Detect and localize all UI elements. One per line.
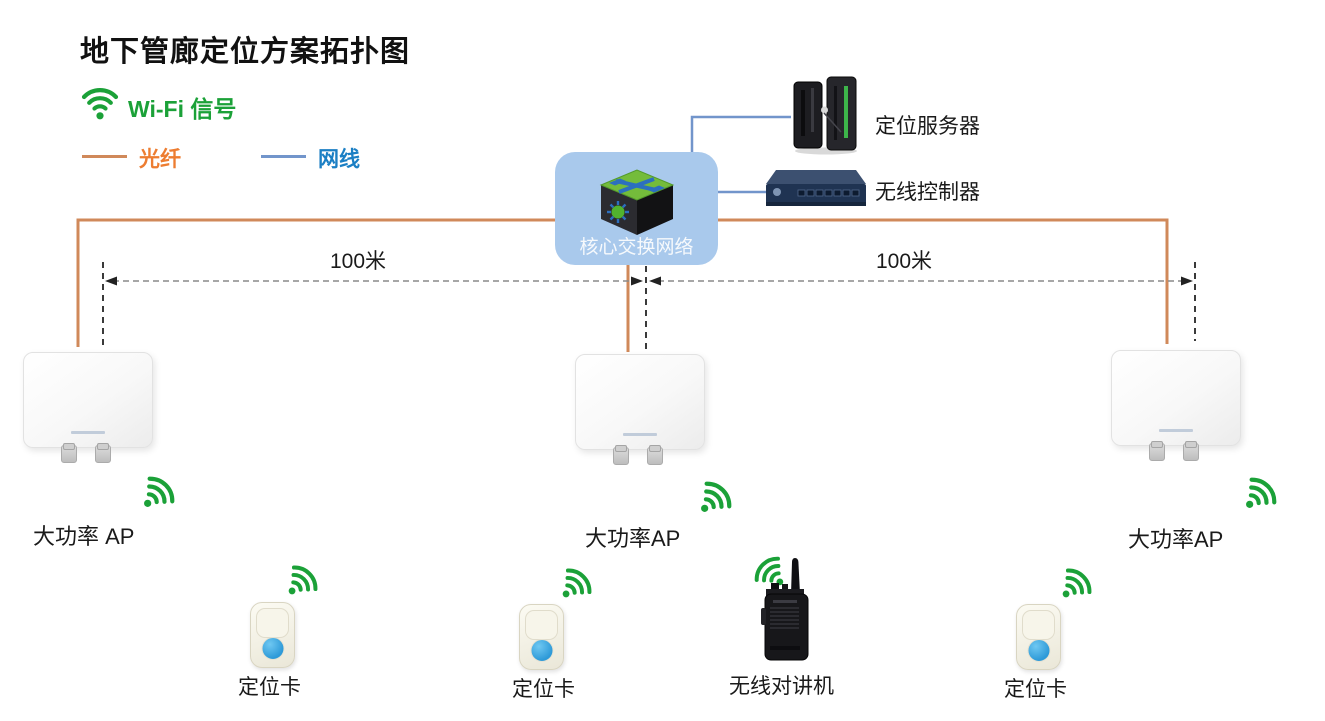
server-label: 定位服务器 (875, 115, 980, 138)
walkie-talkie-image (761, 558, 809, 661)
legend-fiber-swatch (82, 155, 127, 158)
ap-label-left: 大功率 AP (33, 524, 135, 549)
tag-label-right: 定位卡 (1004, 678, 1067, 701)
server-image (793, 76, 857, 155)
core-switch-node: 核心交换网络 (555, 152, 718, 265)
core-switch-label: 核心交换网络 (579, 237, 694, 258)
controller-image (766, 170, 866, 206)
tag-label-center: 定位卡 (512, 678, 575, 701)
legend-wifi-icon (80, 87, 120, 121)
ap-cable-gland (1183, 441, 1199, 461)
arrowhead-right-outer (1181, 276, 1193, 286)
fiber-line-right (718, 218, 1169, 344)
ap-brand-mark (71, 431, 105, 434)
tag-face (256, 608, 289, 638)
positioning-tag-right (1016, 604, 1061, 670)
arrowhead-right-inner (649, 276, 661, 286)
tag-button (1027, 639, 1050, 662)
ap-device-right (1111, 350, 1241, 461)
tag-label-left: 定位卡 (238, 676, 301, 699)
page-title: 地下管廊定位方案拓扑图 (80, 36, 411, 68)
tag-face (1022, 610, 1055, 640)
distance-label-right: 100米 (876, 250, 933, 273)
ap-device-left (23, 352, 153, 463)
positioning-tag-center (519, 604, 564, 670)
legend-fiber-label: 光纤 (139, 148, 181, 171)
ap-device-center (575, 354, 705, 465)
walkie-talkie-label: 无线对讲机 (729, 675, 834, 698)
positioning-tag-left (250, 602, 295, 668)
tag-face (525, 610, 558, 640)
arrowhead-left-inner (631, 276, 643, 286)
ap-cable-gland (647, 445, 663, 465)
controller-label: 无线控制器 (875, 181, 980, 204)
tag-button (261, 637, 284, 660)
legend-ethernet-label: 网线 (318, 148, 360, 171)
ap-label-center: 大功率AP (585, 526, 681, 551)
ap-label-right: 大功率AP (1128, 527, 1224, 552)
ap-brand-mark (623, 433, 657, 436)
ap-cable-gland (613, 445, 629, 465)
switch-icon (599, 169, 674, 235)
ap-cable-gland (1149, 441, 1165, 461)
fiber-line-left (76, 218, 555, 347)
ap-cable-gland (95, 443, 111, 463)
tag-button (530, 639, 553, 662)
legend-ethernet-swatch (261, 155, 306, 158)
distance-label-left: 100米 (330, 250, 387, 273)
arrowhead-left-outer (105, 276, 117, 286)
ethernet-line-server (690, 115, 791, 152)
ap-brand-mark (1159, 429, 1193, 432)
ap-cable-gland (61, 443, 77, 463)
legend-wifi-label: Wi-Fi 信号 (128, 96, 237, 122)
